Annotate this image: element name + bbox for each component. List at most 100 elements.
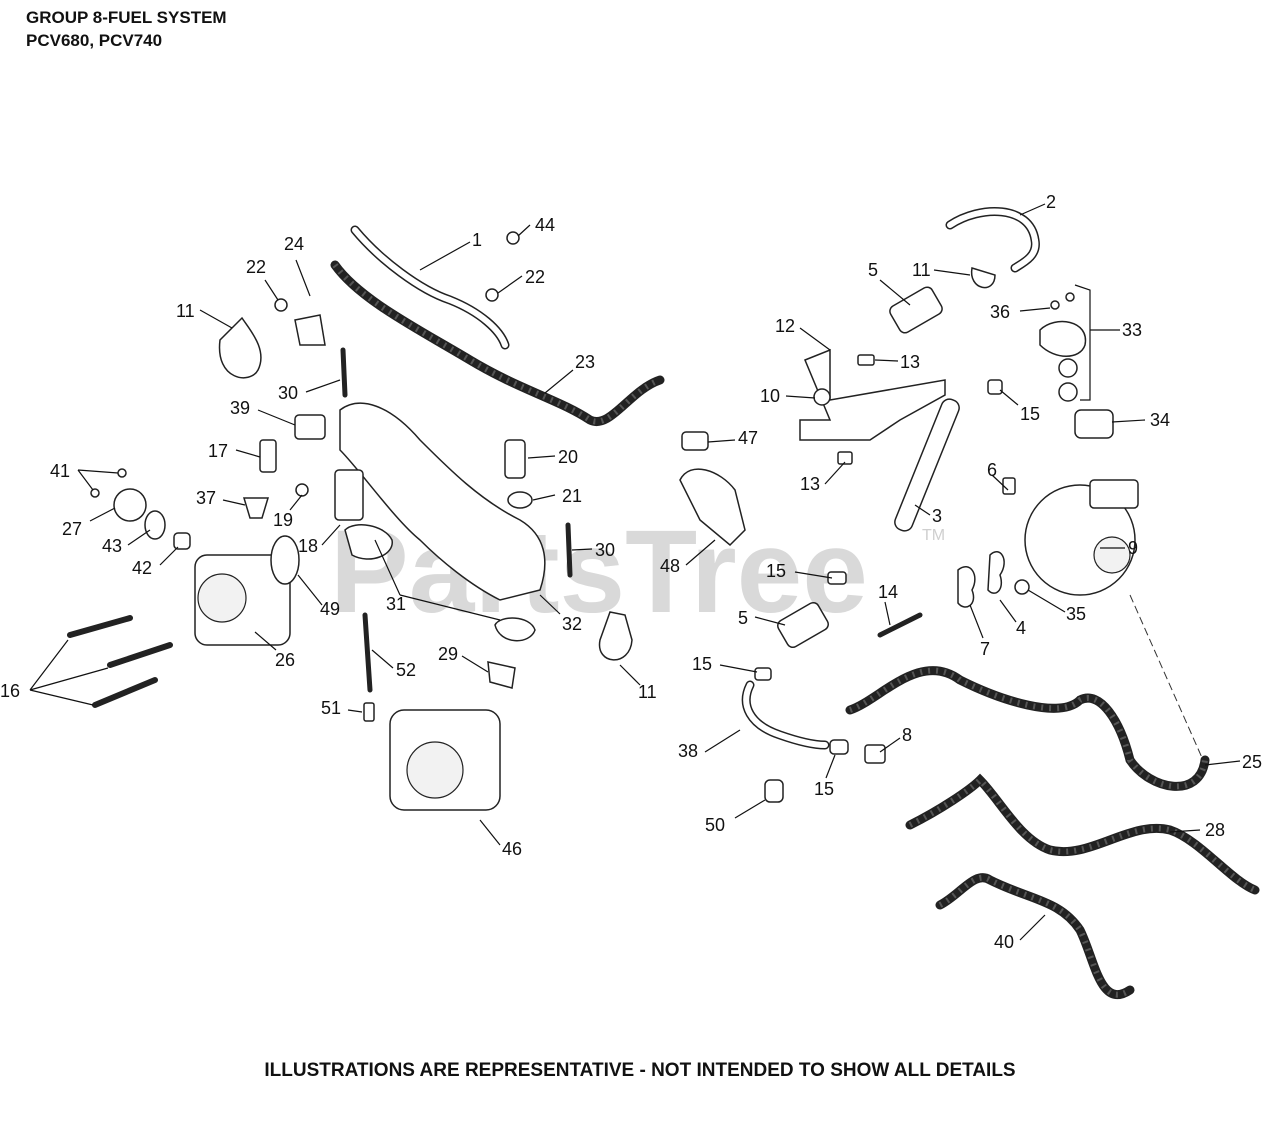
callout-21: 21 bbox=[562, 486, 582, 506]
part-bolt-14 bbox=[877, 612, 923, 638]
callout-9: 9 bbox=[1128, 538, 1138, 558]
part-sensor-52 bbox=[362, 612, 373, 693]
callout-1: 1 bbox=[472, 230, 482, 250]
callout-48: 48 bbox=[660, 556, 680, 576]
callout-32: 32 bbox=[562, 614, 582, 634]
callout-39: 39 bbox=[230, 398, 250, 418]
part-fitting-15a bbox=[987, 379, 1003, 395]
callout-34: 34 bbox=[1150, 410, 1170, 430]
callout-labels: 1 2 3 4 5 5 6 7 8 9 10 11 11 11 12 13 13… bbox=[0, 192, 1262, 952]
callout-24: 24 bbox=[284, 234, 304, 254]
part-injector-20 bbox=[504, 439, 526, 479]
callout-15c: 15 bbox=[692, 654, 712, 674]
callout-49: 49 bbox=[320, 599, 340, 619]
callout-11a: 11 bbox=[176, 301, 195, 321]
callout-2: 2 bbox=[1046, 192, 1056, 212]
callout-11c: 11 bbox=[638, 682, 657, 702]
part-manifold bbox=[339, 402, 546, 601]
callout-28: 28 bbox=[1205, 820, 1225, 840]
callout-50: 50 bbox=[705, 815, 725, 835]
part-oring-21 bbox=[507, 491, 533, 509]
part-sensor-18 bbox=[334, 469, 364, 521]
callout-44: 44 bbox=[535, 215, 555, 235]
callout-36: 36 bbox=[990, 302, 1010, 322]
callout-5b: 5 bbox=[738, 608, 748, 628]
part-oring-43 bbox=[144, 510, 166, 540]
part-bracket-12 bbox=[799, 348, 946, 441]
part-fuel-line-1 bbox=[350, 225, 510, 350]
part-screw-6 bbox=[1002, 477, 1016, 495]
part-bushing-42 bbox=[173, 532, 191, 550]
part-stud-16b bbox=[107, 642, 173, 668]
part-filter-5b bbox=[777, 601, 829, 649]
callout-37: 37 bbox=[196, 488, 216, 508]
part-screw-13b bbox=[837, 451, 853, 465]
part-clamp-11c bbox=[598, 611, 633, 661]
callout-52: 52 bbox=[396, 660, 416, 680]
part-stud-16a bbox=[67, 615, 133, 638]
part-drawings bbox=[67, 207, 1260, 999]
part-screw-22b bbox=[485, 288, 499, 302]
callout-30a: 30 bbox=[278, 383, 298, 403]
part-bolt-30b bbox=[565, 522, 573, 578]
callout-3: 3 bbox=[932, 506, 942, 526]
callout-10: 10 bbox=[760, 386, 780, 406]
part-oring-49 bbox=[270, 535, 300, 585]
callout-15b: 15 bbox=[766, 561, 786, 581]
part-tube-3 bbox=[894, 398, 960, 532]
part-screw-22a bbox=[274, 298, 288, 312]
part-sensor-39 bbox=[294, 414, 326, 440]
part-filter-5a bbox=[889, 286, 943, 334]
part-elbow-24 bbox=[294, 314, 326, 346]
part-clamp-11b bbox=[970, 267, 996, 289]
callout-25: 25 bbox=[1242, 752, 1262, 772]
callout-18: 18 bbox=[298, 536, 318, 556]
part-plug-35 bbox=[1014, 579, 1030, 595]
part-adapter-27 bbox=[113, 488, 147, 522]
diagram-title: GROUP 8-FUEL SYSTEM bbox=[26, 8, 227, 27]
part-spring-51 bbox=[363, 702, 375, 722]
part-hose-40 bbox=[935, 873, 1135, 999]
callout-15a: 15 bbox=[1020, 404, 1040, 424]
callout-17: 17 bbox=[208, 441, 228, 461]
callout-33: 33 bbox=[1122, 320, 1142, 340]
callout-23: 23 bbox=[575, 352, 595, 372]
callout-43: 43 bbox=[102, 536, 122, 556]
part-screw-36b bbox=[1065, 292, 1075, 302]
part-solenoid-34 bbox=[1074, 409, 1114, 439]
callout-40: 40 bbox=[994, 932, 1014, 952]
callout-6: 6 bbox=[987, 460, 997, 480]
callout-8: 8 bbox=[902, 725, 912, 745]
part-clamp-50 bbox=[764, 779, 784, 803]
part-bolt-30a bbox=[340, 347, 348, 398]
callout-4: 4 bbox=[1016, 618, 1026, 638]
callout-7: 7 bbox=[980, 639, 990, 659]
callout-15d: 15 bbox=[814, 779, 834, 799]
callout-35: 35 bbox=[1066, 604, 1086, 624]
callout-19: 19 bbox=[273, 510, 293, 530]
part-clamp-11a bbox=[218, 316, 262, 379]
dashed-link-9-25 bbox=[1129, 594, 1204, 761]
callout-5a: 5 bbox=[868, 260, 878, 280]
part-sensor-17 bbox=[259, 439, 277, 473]
leader-lines bbox=[29, 203, 1241, 941]
part-gasket-7 bbox=[957, 566, 976, 608]
part-gasket-32 bbox=[494, 617, 536, 642]
part-harness-23 bbox=[330, 260, 665, 427]
callout-20: 20 bbox=[558, 447, 578, 467]
part-screw-36a bbox=[1050, 300, 1060, 310]
callout-14: 14 bbox=[878, 582, 898, 602]
title-block: GROUP 8-FUEL SYSTEM PCV680, PCV740 bbox=[26, 6, 227, 52]
part-gasket-4 bbox=[987, 551, 1005, 594]
callout-26: 26 bbox=[275, 650, 295, 670]
callout-22a: 22 bbox=[246, 257, 266, 277]
part-fitting-15d bbox=[829, 739, 849, 755]
part-cup-37 bbox=[242, 497, 270, 519]
watermark-tm: TM bbox=[922, 527, 945, 544]
callout-42: 42 bbox=[132, 558, 152, 578]
part-screw-13a bbox=[857, 354, 875, 366]
callout-13a: 13 bbox=[900, 352, 920, 372]
callout-31: 31 bbox=[386, 594, 406, 614]
part-clip-29 bbox=[487, 661, 516, 689]
callout-11b: 11 bbox=[912, 260, 931, 280]
